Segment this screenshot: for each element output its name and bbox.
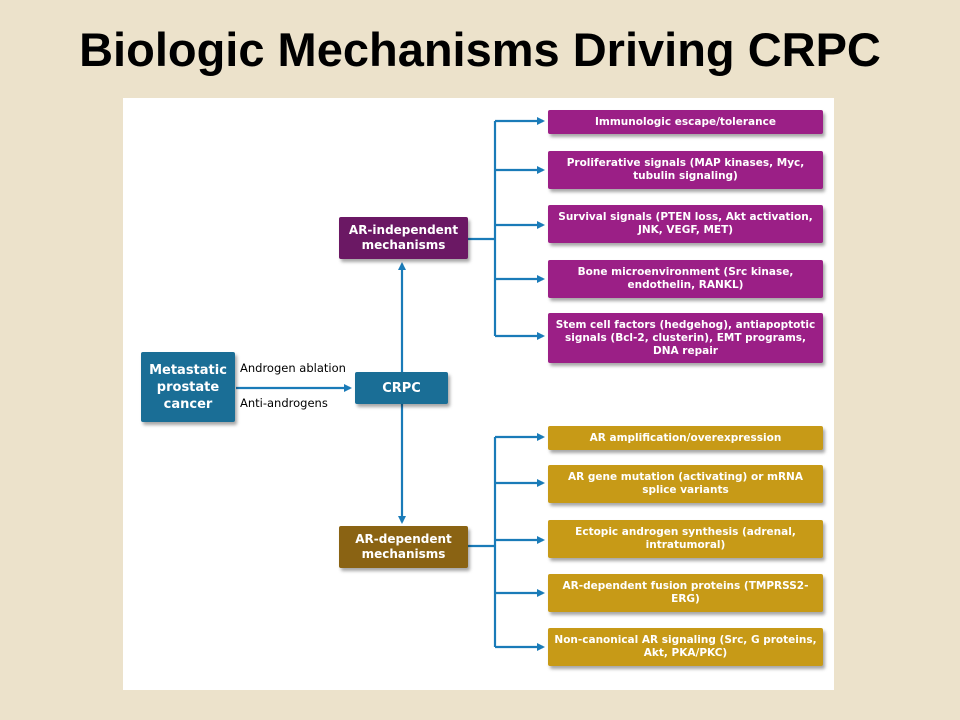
ar-independent-item-text: Bone microenvironment (Src kinase, endot… <box>577 266 794 291</box>
ar-independent-item-text: Proliferative signals (MAP kinases, Myc,… <box>566 157 805 182</box>
crpc-node-label: CRPC <box>382 380 421 396</box>
ar-independent-item-text: Survival signals (PTEN loss, Akt activat… <box>558 211 813 236</box>
ar-dependent-item-text: Non-canonical AR signaling (Src, G prote… <box>554 634 817 659</box>
ar-dependent-item-text: AR gene mutation (activating) or mRNA sp… <box>568 471 803 496</box>
ar-dependent-item: AR-dependent fusion proteins (TMPRSS2-ER… <box>548 574 823 612</box>
ar-dependent-node: AR-dependent mechanisms <box>339 526 468 568</box>
metastatic-prostate-cancer-node: Metastatic prostate cancer <box>141 352 235 422</box>
label-androgen-ablation: Androgen ablation <box>240 361 346 375</box>
ar-independent-item: Proliferative signals (MAP kinases, Myc,… <box>548 151 823 189</box>
ar-independent-item: Immunologic escape/tolerance <box>548 110 823 134</box>
crpc-node: CRPC <box>355 372 448 404</box>
ar-dependent-item-text: AR amplification/overexpression <box>589 431 782 444</box>
ar-dependent-item-text: AR-dependent fusion proteins (TMPRSS2-ER… <box>562 580 809 605</box>
ar-independent-node: AR-independent mechanisms <box>339 217 468 259</box>
ar-dependent-item-text: Ectopic androgen synthesis (adrenal, int… <box>575 526 796 551</box>
ar-independent-item: Survival signals (PTEN loss, Akt activat… <box>548 205 823 243</box>
ar-independent-item-text: Immunologic escape/tolerance <box>595 115 776 128</box>
ar-dependent-item: Ectopic androgen synthesis (adrenal, int… <box>548 520 823 558</box>
ar-dependent-item: AR gene mutation (activating) or mRNA sp… <box>548 465 823 503</box>
ar-independent-item: Stem cell factors (hedgehog), antiapopto… <box>548 313 823 363</box>
label-anti-androgens: Anti-androgens <box>240 396 328 410</box>
ar-independent-item: Bone microenvironment (Src kinase, endot… <box>548 260 823 298</box>
ar-dependent-label: AR-dependent mechanisms <box>355 532 452 561</box>
ar-dependent-item: Non-canonical AR signaling (Src, G prote… <box>548 628 823 666</box>
slide-title: Biologic Mechanisms Driving CRPC <box>79 23 881 76</box>
ar-independent-label: AR-independent mechanisms <box>348 223 459 252</box>
ar-independent-item-text: Stem cell factors (hedgehog), antiapopto… <box>555 318 816 357</box>
metastatic-node-label: Metastatic prostate cancer <box>149 362 227 412</box>
ar-dependent-item: AR amplification/overexpression <box>548 426 823 450</box>
